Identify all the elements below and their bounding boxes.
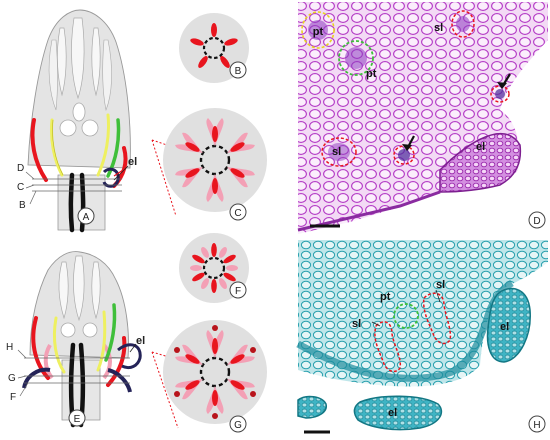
panel-badge-a: A (77, 207, 95, 225)
panel-badge-d: D (528, 211, 546, 229)
micrograph-h (296, 240, 548, 438)
panel-badge-f: F (229, 281, 247, 299)
level-label-h: H (6, 342, 13, 353)
level-label-g: G (8, 373, 16, 384)
micrograph-d-label-pt: pt (366, 68, 377, 80)
panel-label-g: G (234, 420, 242, 431)
panel-label-f: F (235, 286, 241, 297)
micrograph-h-label-pt: pt (380, 291, 391, 303)
panel-g-diagram (151, 320, 267, 429)
panel-badge-c: C (229, 203, 247, 221)
panel-label-a: A (83, 212, 90, 223)
panel-badge-b: B (229, 61, 247, 79)
panel-label-e: E (74, 414, 81, 425)
level-label-d: D (17, 163, 24, 174)
el-label-e: el (136, 335, 145, 347)
micrograph-h-label-sl-left: sl (352, 318, 361, 330)
level-label-c: C (17, 182, 24, 193)
panel-a-diagram (25, 9, 131, 233)
micrograph-d (297, 2, 548, 234)
panel-e-diagram (17, 251, 142, 428)
el-label-a: el (128, 156, 137, 168)
micrograph-d-label-sl-top: sl (434, 22, 443, 34)
micrograph-d-label-pt-outline: pt (313, 26, 324, 38)
level-label-f: F (10, 392, 16, 403)
micrograph-d-label-el: el (476, 141, 485, 153)
micrograph-h-label-el-right: el (500, 321, 509, 333)
level-label-b: B (19, 200, 26, 211)
micrograph-d-label-sl-left: sl (332, 146, 341, 158)
panel-label-h: H (533, 420, 540, 431)
panel-badge-e: E (68, 409, 86, 427)
panel-c-diagram (151, 108, 267, 217)
panel-label-b: B (235, 66, 242, 77)
panel-badge-g: G (229, 415, 247, 433)
micrograph-h-label-sl-right: sl (436, 279, 445, 291)
micrograph-h-label-el-bottom: el (388, 407, 397, 419)
panel-label-c: C (234, 208, 241, 219)
panel-badge-h: H (528, 415, 546, 433)
panel-label-d: D (533, 216, 540, 227)
